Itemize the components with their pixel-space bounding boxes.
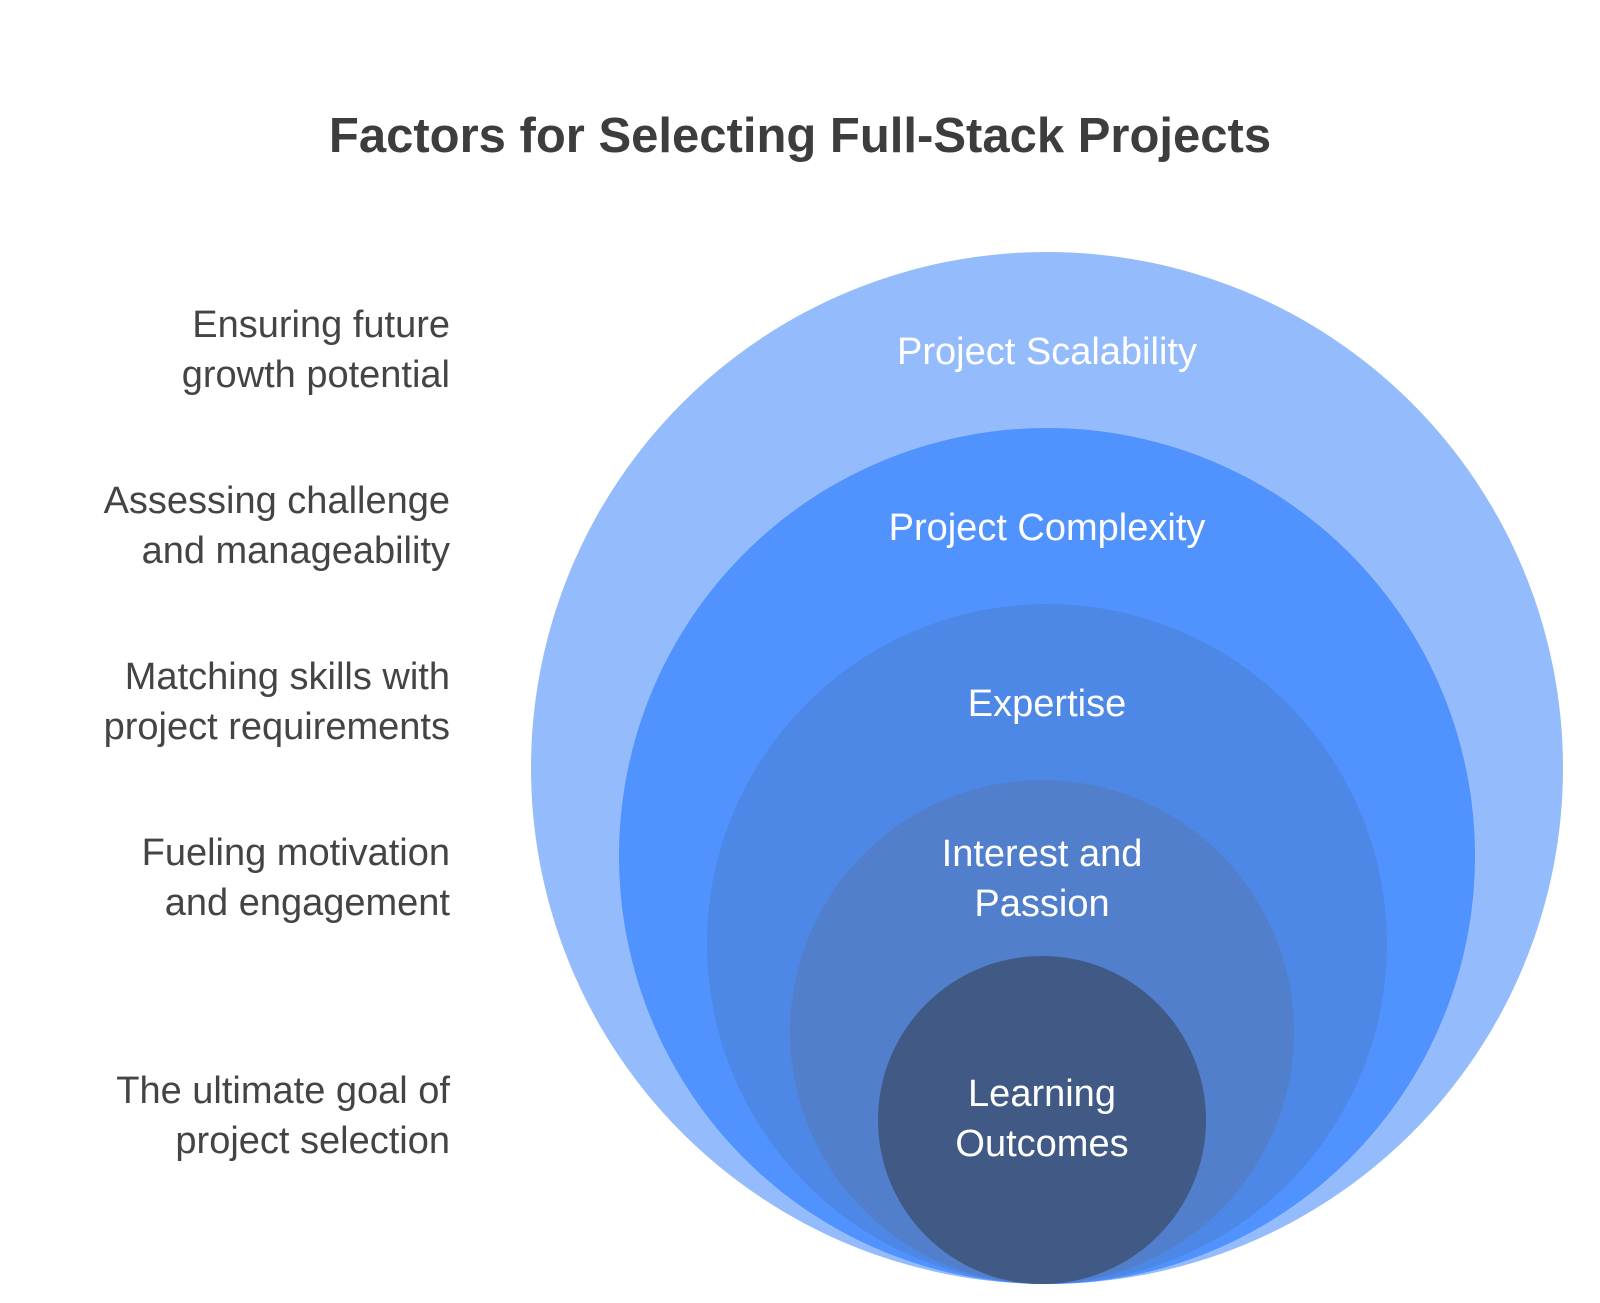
circle-learning-outcomes [878, 956, 1206, 1284]
description-line: growth potential [181, 354, 450, 396]
description-project-complexity: Assessing challenge and manageability [10, 476, 450, 576]
description-line: and manageability [141, 530, 450, 572]
circle-label-interest-and-passion: Passion [974, 883, 1109, 925]
circle-label-learning-outcomes: Outcomes [955, 1123, 1128, 1165]
circle-label-project-scalability: Project Scalability [897, 331, 1197, 373]
circle-label-expertise: Expertise [968, 683, 1126, 725]
description-line: project selection [175, 1120, 450, 1162]
circle-label-learning-outcomes: Learning [968, 1073, 1116, 1115]
description-project-scalability: Ensuring future growth potential [10, 300, 450, 400]
description-line: The ultimate goal of [116, 1070, 450, 1112]
circle-label-interest-and-passion: Interest and [942, 833, 1143, 875]
description-line: Assessing challenge [103, 480, 450, 522]
description-line: Ensuring future [192, 304, 450, 346]
description-line: Matching skills with [124, 656, 450, 698]
description-interest-and-passion: Fueling motivation and engagement [10, 828, 450, 928]
description-learning-outcomes: The ultimate goal of project selection [10, 1066, 450, 1166]
description-line: Fueling motivation [141, 832, 450, 874]
description-expertise: Matching skills with project requirements [10, 652, 450, 752]
circle-label-project-complexity: Project Complexity [889, 507, 1206, 549]
description-line: project requirements [103, 706, 450, 748]
diagram-title: Factors for Selecting Full-Stack Project… [328, 109, 1272, 163]
description-line: and engagement [164, 882, 450, 924]
